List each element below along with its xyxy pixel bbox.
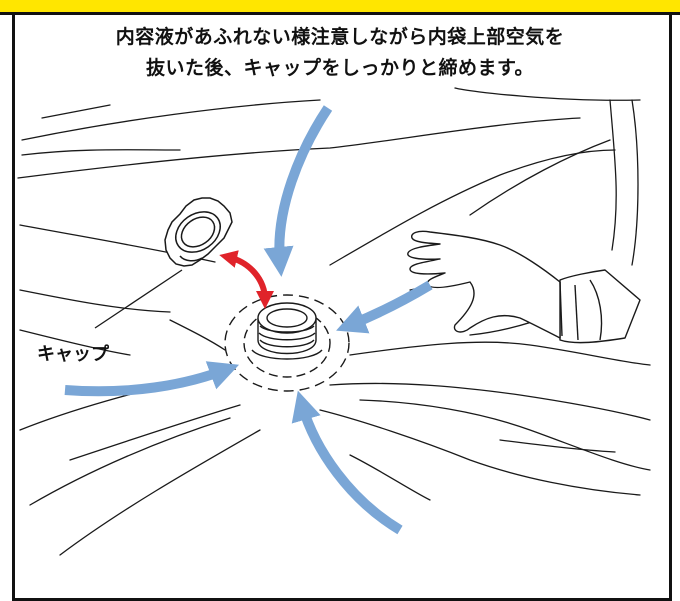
air-flow-arrows: [64, 105, 433, 535]
header-bar: [0, 0, 680, 15]
air-arrow-left: [64, 361, 240, 397]
bag-spout: [224, 294, 350, 392]
cap-icon: [164, 197, 233, 267]
air-arrow-bottom: [291, 390, 403, 535]
instruction-line-1: 内容液があふれない様注意しながら内袋上部空気を: [115, 26, 565, 48]
air-arrow-top: [263, 105, 333, 277]
instruction-line-2: 抜いた後、キャップをしっかりと締めます。: [145, 57, 535, 79]
hand-icon: [407, 230, 641, 344]
air-arrow-right: [336, 280, 433, 334]
bag-surface-lines: [17, 87, 651, 556]
cap-label: キャップ: [37, 344, 109, 365]
cap-direction-arrow: [219, 250, 274, 309]
cap-leader-line: [94, 269, 183, 329]
instruction-text: 内容液があふれない様注意しながら内袋上部空気を 抜いた後、キャップをしっかりと締…: [0, 22, 680, 84]
